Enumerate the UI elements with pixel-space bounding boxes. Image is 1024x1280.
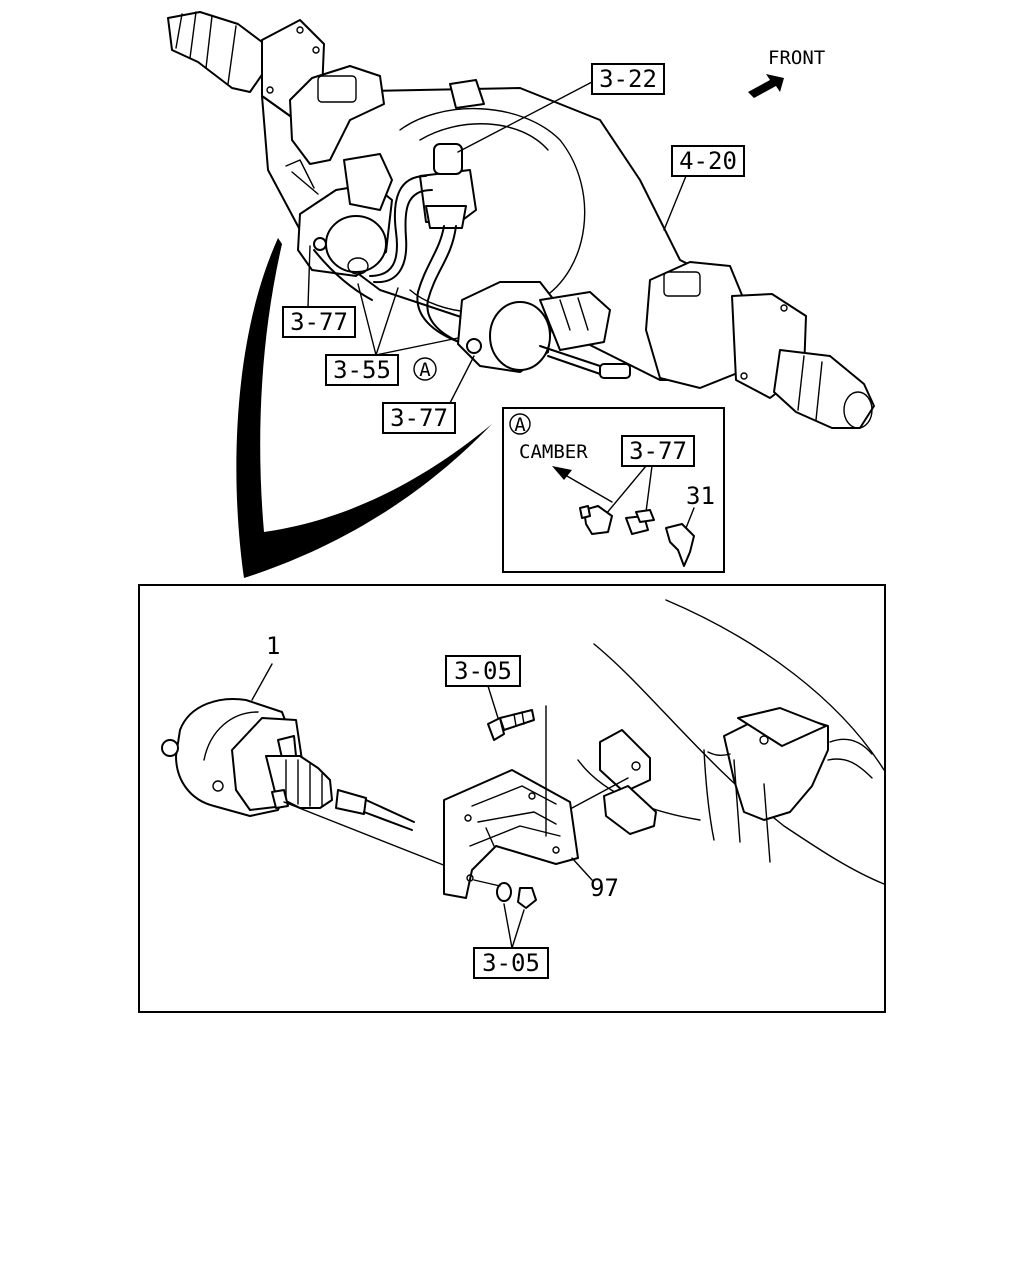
front-indicator: FRONT (748, 47, 825, 98)
right-brake-chamber (457, 281, 631, 379)
svg-text:A: A (419, 359, 431, 381)
svg-text:31: 31 (686, 482, 715, 510)
svg-text:3-05: 3-05 (482, 949, 540, 977)
svg-text:4-20: 4-20 (679, 147, 737, 175)
brake-chamber (161, 698, 447, 867)
svg-text:1: 1 (266, 632, 280, 660)
callout-4-20: 4-20 (663, 145, 745, 231)
svg-text:3-55: 3-55 (333, 356, 391, 384)
callout-3-77-bottom: 3-77 (382, 355, 475, 434)
svg-text:A: A (514, 414, 526, 436)
washer-nut (473, 879, 537, 909)
callout-97: 97 (571, 857, 619, 902)
detail-marker-a: A (413, 357, 437, 381)
front-label: FRONT (768, 47, 825, 69)
air-lines (313, 175, 471, 347)
clamp-block (571, 729, 657, 835)
svg-text:3-22: 3-22 (599, 65, 657, 93)
svg-text:3-77: 3-77 (629, 437, 687, 465)
bolt (487, 705, 547, 837)
detail-pointer (236, 238, 492, 578)
relay-valve (419, 143, 477, 229)
callout-3-05-bottom: 3-05 (473, 903, 549, 979)
callout-3-05-top: 3-05 (445, 655, 521, 719)
exploded-view-box: 1 3-05 97 3-05 (138, 584, 886, 1013)
mounting-bracket (443, 769, 579, 899)
callout-1: 1 (251, 632, 280, 701)
svg-text:3-05: 3-05 (454, 657, 512, 685)
detail-a-box: A CAMBER 3-77 31 (502, 407, 725, 573)
left-brake-chamber (285, 153, 393, 277)
callout-3-22: 3-22 (457, 63, 665, 153)
svg-text:97: 97 (590, 874, 619, 902)
camber-arrow-icon (552, 466, 572, 480)
callout-3-55: 3-55 (325, 283, 459, 386)
callout-3-77-left: 3-77 (282, 245, 356, 338)
svg-text:3-77: 3-77 (390, 404, 448, 432)
front-arrow-icon (748, 74, 784, 98)
camber-label: CAMBER (519, 441, 588, 463)
svg-text:3-77: 3-77 (290, 308, 348, 336)
